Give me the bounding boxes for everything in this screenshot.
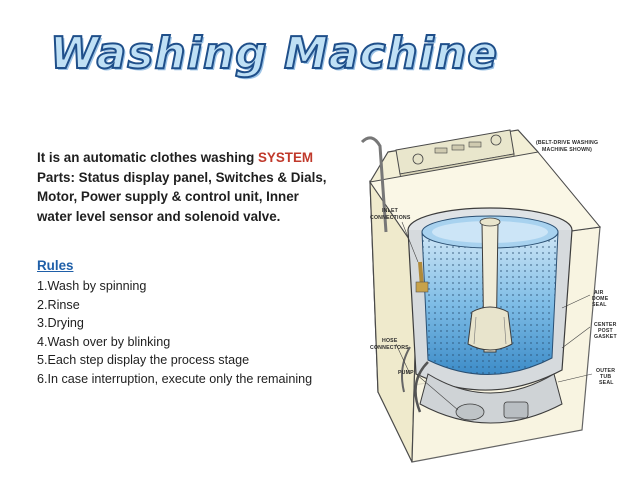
- motor-icon: [503, 401, 529, 419]
- callout-outer-tub-line-2: TUB: [600, 374, 611, 380]
- callout-hose-line-1: HOSE: [382, 338, 398, 344]
- callout-belt-drive-line-1: (BELT-DRIVE WASHING: [536, 140, 598, 146]
- description-line-1: It is an automatic clothes washing SYSTE…: [37, 148, 367, 168]
- callout-inlet-line-2: CONNECTIONS: [370, 215, 411, 221]
- rule-item: 4.Wash over by blinking: [37, 334, 171, 349]
- agitator: [467, 217, 513, 353]
- leader-lines: [395, 221, 593, 411]
- callout-pump: PUMP: [398, 370, 414, 376]
- description: It is an automatic clothes washing SYSTE…: [37, 148, 367, 226]
- callout-outer-tub-line-3: SEAL: [599, 380, 614, 386]
- dial-icon: [490, 134, 502, 146]
- description-line-4: water level sensor and solenoid valve.: [37, 208, 281, 224]
- base-assembly: [401, 346, 563, 424]
- inlet-hoses: [360, 136, 429, 293]
- callout-air-dome-line-2: DOME: [592, 296, 609, 302]
- callout-hose-line-2: CONNECTORS: [370, 345, 409, 351]
- description-line-3: Motor, Power supply & control unit, Inne…: [37, 189, 299, 204]
- description-line-2: Parts: Status display panel, Switches & …: [37, 169, 327, 185]
- callout-air-dome-line-1: AIR: [594, 290, 604, 296]
- callout-outer-tub-line-1: OUTER: [596, 368, 615, 374]
- rule-item: 1.Wash by spinning: [37, 279, 147, 293]
- pump-icon: [455, 403, 485, 421]
- callout-center-post-line-2: POST: [598, 328, 614, 334]
- callout-center-post-line-3: GASKET: [594, 334, 617, 340]
- callout-air-dome-line-3: SEAL: [592, 302, 607, 308]
- page-title: Washing Machine: [49, 27, 499, 80]
- rules-heading: Rules: [37, 258, 74, 273]
- rule-item: 6.In case interruption, execute only the…: [37, 371, 313, 386]
- washing-machine-illustration: (BELT-DRIVE WASHING MACHINE SHOWN) INLET…: [360, 129, 617, 463]
- callout-center-post-line-1: CENTER: [594, 322, 617, 328]
- rule-item: 3.Drying: [37, 316, 84, 330]
- rule-item: 5.Each step display the process stage: [37, 353, 250, 367]
- callout-inlet-line-1: INLET: [382, 208, 399, 214]
- system-keyword: SYSTEM: [258, 150, 314, 165]
- rules-list: 1.Wash by spinning 2.Rinse 3.Drying 4.Wa…: [37, 277, 377, 388]
- description-line-1-text: It is an automatic clothes washing: [37, 150, 258, 165]
- callout-belt-drive-line-2: MACHINE SHOWN): [542, 147, 592, 153]
- dial-icon: [412, 153, 424, 165]
- rule-item: 2.Rinse: [37, 297, 80, 312]
